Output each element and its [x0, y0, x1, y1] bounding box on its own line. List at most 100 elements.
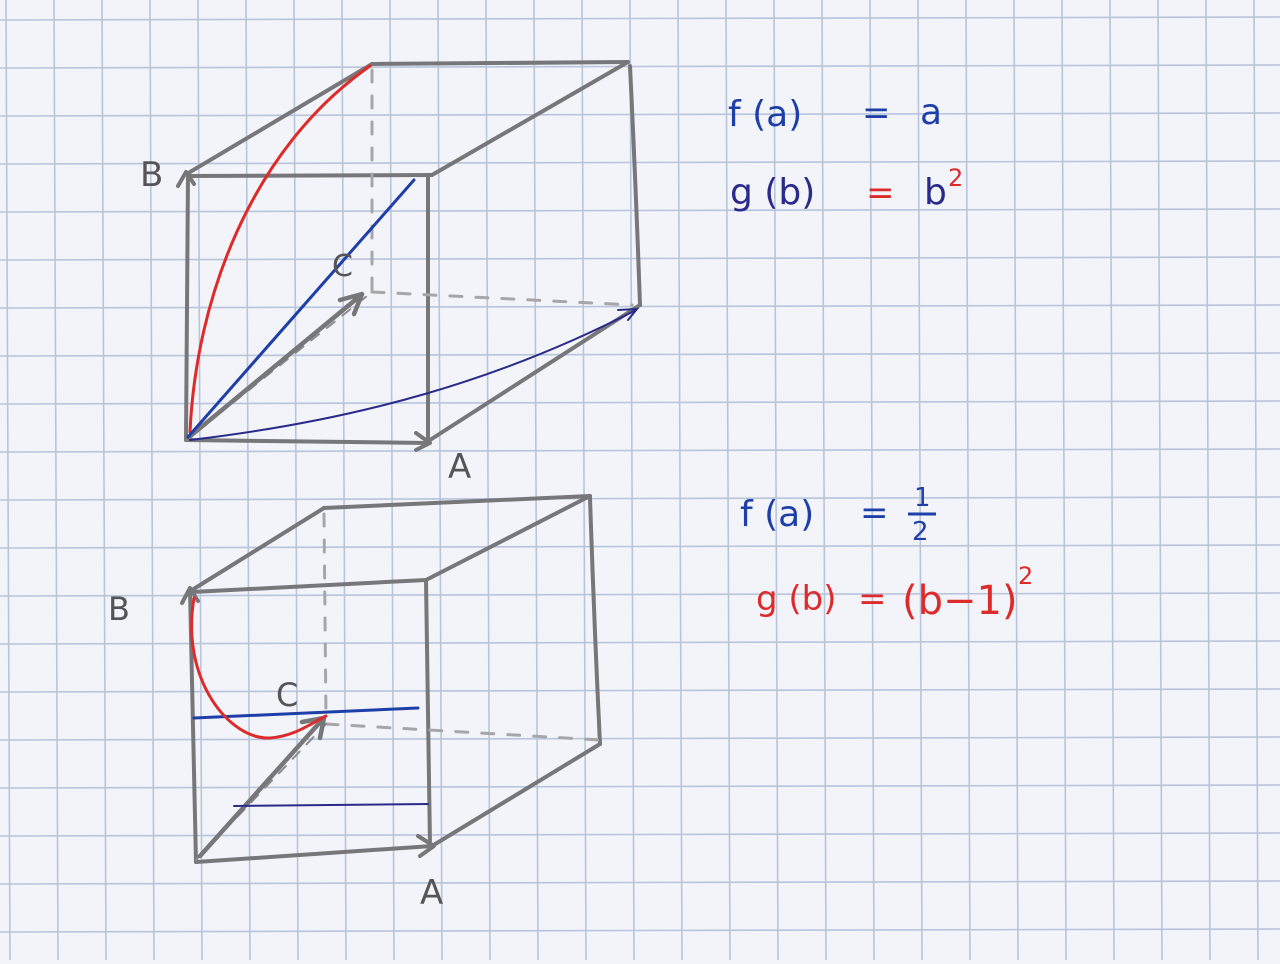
grid-line-horizontal [0, 880, 1280, 885]
bottom-g-equals: = [858, 579, 887, 619]
bottom-g-lhs: g (b) [756, 579, 837, 619]
bottom-f-lhs: f (a) [740, 494, 814, 535]
grid-line-vertical [1109, 0, 1115, 961]
top-navy-curve [189, 309, 637, 441]
top-axis-b-arrowhead [176, 170, 196, 188]
grid-line-vertical [917, 0, 923, 961]
grid-line-horizontal [0, 688, 1280, 693]
top-cube-hidden-back-edge [370, 290, 634, 307]
top-g-rhs-base: b [924, 172, 947, 213]
grid-line-vertical [101, 0, 107, 961]
grid-line-vertical [869, 0, 875, 961]
top-f-rhs: a [920, 92, 942, 133]
top-vector-arrowhead [337, 291, 365, 317]
top-cube-top-right-edge [430, 60, 630, 177]
grid-line-vertical [437, 0, 443, 961]
grid-line-vertical [389, 0, 395, 961]
grid-line-vertical [629, 0, 635, 961]
top-red-curve [188, 64, 372, 434]
top-axis-b-label: B [140, 155, 163, 195]
top-g-lhs: g (b) [730, 172, 815, 213]
grid-line-horizontal [0, 592, 1280, 597]
grid-line-horizontal [0, 736, 1280, 741]
bottom-cube-back-right-edge [588, 496, 602, 746]
top-axis-a-line [184, 438, 430, 445]
grid-line-vertical [581, 0, 587, 961]
bottom-cube-hidden-vertical-edge [322, 512, 328, 722]
bottom-cube-front-right-edge [424, 578, 432, 848]
top-cube-front-top-edge [188, 173, 434, 178]
bottom-navy-line [233, 803, 429, 807]
grid-line-vertical [1061, 0, 1067, 961]
top-g-rhs-exponent: 2 [948, 164, 963, 192]
top-point-c-label: C [332, 249, 353, 284]
top-navy-arrowhead [617, 307, 640, 321]
grid-line-horizontal [0, 160, 1280, 165]
bottom-f-rhs-numerator: 1 [914, 483, 931, 513]
top-cube-bottom-right-edge [428, 303, 642, 442]
grid-line-horizontal [0, 352, 1280, 357]
grid-line-vertical [341, 0, 347, 961]
grid-line-vertical [1013, 0, 1019, 961]
grid-line-vertical [485, 0, 491, 961]
top-f-lhs: f (a) [728, 94, 802, 135]
bottom-axis-a-label: A [420, 873, 443, 913]
grid-line-vertical [773, 0, 779, 961]
bottom-axis-b-label: B [108, 590, 130, 628]
top-cube-top-left-edge [188, 62, 374, 174]
grid-line-vertical [293, 0, 299, 961]
grid-line-horizontal [0, 496, 1280, 501]
grid-line-horizontal [0, 832, 1280, 837]
grid-line-horizontal [0, 400, 1280, 405]
bottom-red-curve [190, 596, 328, 740]
bottom-f-rhs-denominator: 2 [912, 517, 929, 547]
grid-line-vertical [677, 0, 683, 961]
grid-line-horizontal [0, 208, 1280, 213]
grid-line-horizontal [0, 928, 1280, 933]
top-axis-b-line [184, 172, 190, 442]
bottom-cube-bottom-right-edge [430, 742, 602, 848]
top-blue-line [186, 178, 416, 439]
bottom-cube-back-top-edge [322, 494, 592, 510]
grid-line-vertical [53, 0, 59, 961]
top-cube-back-top-edge [370, 60, 630, 66]
top-axis-a-arrowhead [414, 431, 432, 452]
grid-line-vertical [725, 0, 731, 961]
grid-line-vertical [1205, 0, 1211, 961]
grid-line-horizontal [0, 112, 1280, 117]
bottom-blue-line [192, 706, 420, 720]
top-cube-back-right-edge [628, 64, 642, 307]
grid-line-horizontal [0, 64, 1280, 69]
bottom-point-c-label: C [276, 676, 298, 714]
top-f-equals: = [862, 93, 891, 133]
top-cube-diagram: B A C [140, 60, 642, 487]
bottom-g-rhs: (b−1) [902, 578, 1018, 624]
bottom-equations: f (a) = 1 2 g (b) = (b−1) 2 [740, 483, 1033, 624]
grid-line-vertical [197, 0, 203, 961]
top-g-equals: = [866, 173, 895, 213]
bottom-cube-front-top-edge [190, 578, 428, 594]
bottom-cube-top-right-edge [424, 494, 592, 582]
bottom-axis-a-line [194, 844, 434, 864]
grid-line-horizontal [0, 544, 1280, 549]
grid-line-horizontal [0, 16, 1280, 21]
grid-line-vertical [1157, 0, 1163, 961]
bottom-f-equals: = [860, 493, 889, 533]
bottom-axis-b-arrowhead [180, 586, 200, 605]
grid-line-vertical [965, 0, 971, 961]
grid-line-vertical [149, 0, 155, 961]
top-vector-to-c [185, 293, 363, 441]
grid-line-vertical [533, 0, 539, 961]
bottom-g-rhs-exponent: 2 [1018, 562, 1033, 590]
bottom-cube-hidden-back-edge [324, 722, 602, 742]
bottom-cube-top-left-edge [190, 506, 326, 592]
top-axis-a-label: A [448, 447, 471, 487]
grid-line-vertical [1253, 0, 1259, 961]
bottom-vector-to-c [197, 717, 325, 859]
grid-line-horizontal [0, 784, 1280, 789]
top-equations: f (a) = a g (b) = b 2 [728, 92, 963, 213]
